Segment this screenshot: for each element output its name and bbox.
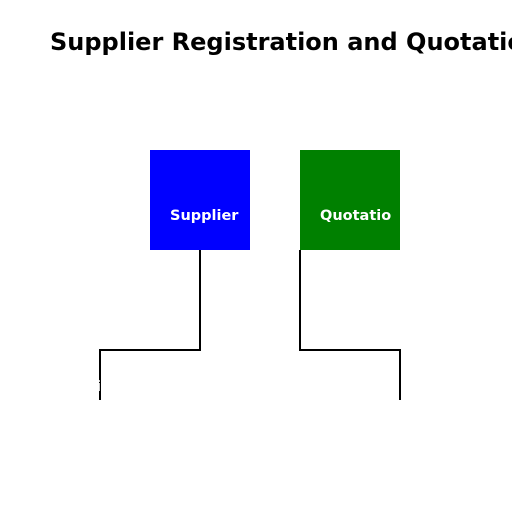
supplier-label: Supplier xyxy=(170,208,239,224)
quotation-node: Quotatio xyxy=(300,150,400,250)
quotation-label: Quotatio xyxy=(320,208,391,224)
quotation-box xyxy=(300,150,400,250)
diagram-title: Supplier Registration and Quotatio xyxy=(50,28,512,56)
quotation-connector xyxy=(299,250,401,400)
supplier-node: Supplier xyxy=(150,150,250,250)
supplier-connector xyxy=(99,250,201,400)
supplier-box xyxy=(150,150,250,250)
stray-label-fragment: i xyxy=(96,379,101,395)
